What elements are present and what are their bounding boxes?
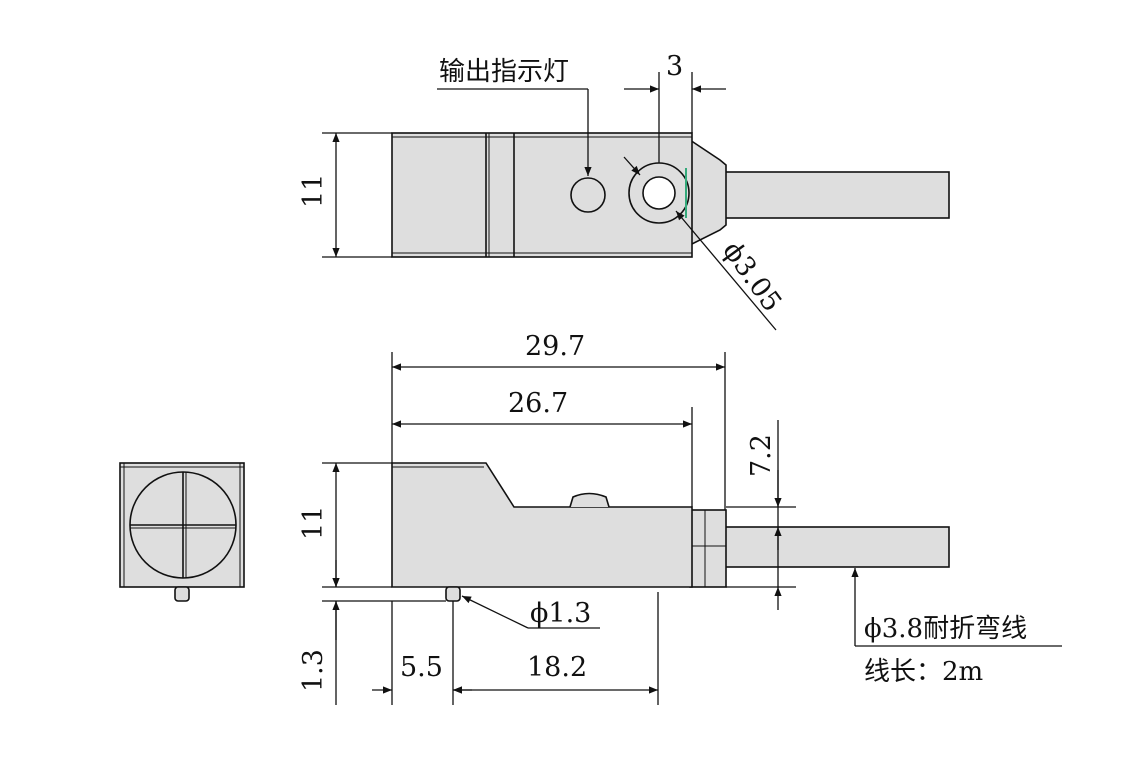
cable-spec-leader xyxy=(851,568,1062,647)
cable-spec-label: ϕ3.8耐折弯线 xyxy=(864,614,1027,644)
indicator-label: 输出指示灯 xyxy=(439,57,569,87)
dim-body-length-label: 26.7 xyxy=(508,388,568,419)
hole-diameter-label: ϕ3.05 xyxy=(716,236,787,318)
pin-diameter-label: ϕ1.3 xyxy=(530,598,591,629)
dim-side-height xyxy=(322,462,392,588)
dim-body-length xyxy=(392,407,693,507)
top-body xyxy=(391,132,693,258)
dim-total-length-label: 29.7 xyxy=(525,331,585,362)
dim-cable-height-label: 7.2 xyxy=(746,434,777,477)
end-pin xyxy=(174,586,190,602)
top-view xyxy=(391,132,950,258)
dim-pin-offset-label: 5.5 xyxy=(400,652,443,683)
dim-pin-length xyxy=(322,560,446,705)
side-body xyxy=(391,462,693,588)
dim-pin-offset xyxy=(372,592,659,705)
cable-length-label: 线长：2m xyxy=(864,657,983,687)
dim-cable-height xyxy=(726,420,796,610)
side-collar xyxy=(689,509,727,588)
end-view xyxy=(119,462,245,602)
dim-top-height xyxy=(322,132,392,258)
dim-top-height-label: 11 xyxy=(298,174,329,208)
indicator-leader xyxy=(437,88,592,176)
indicator-led xyxy=(570,177,606,213)
dim-hole-offset-label: 3 xyxy=(666,51,683,82)
hole-diameter-leader xyxy=(623,156,777,331)
side-view xyxy=(391,462,950,602)
dim-total-length xyxy=(391,352,726,510)
dim-span-label: 18.2 xyxy=(527,652,587,683)
pin-diameter-leader xyxy=(461,595,600,629)
top-collar xyxy=(689,138,727,247)
side-cable xyxy=(724,526,950,568)
top-cable xyxy=(724,171,950,219)
dim-pin-length-label: 1.3 xyxy=(298,649,329,692)
mounting-hole-inner xyxy=(642,176,676,210)
side-pin xyxy=(445,586,461,602)
side-indicator-bump xyxy=(569,492,610,508)
dim-side-height-label: 11 xyxy=(298,506,329,540)
dim-hole-offset xyxy=(624,72,726,163)
